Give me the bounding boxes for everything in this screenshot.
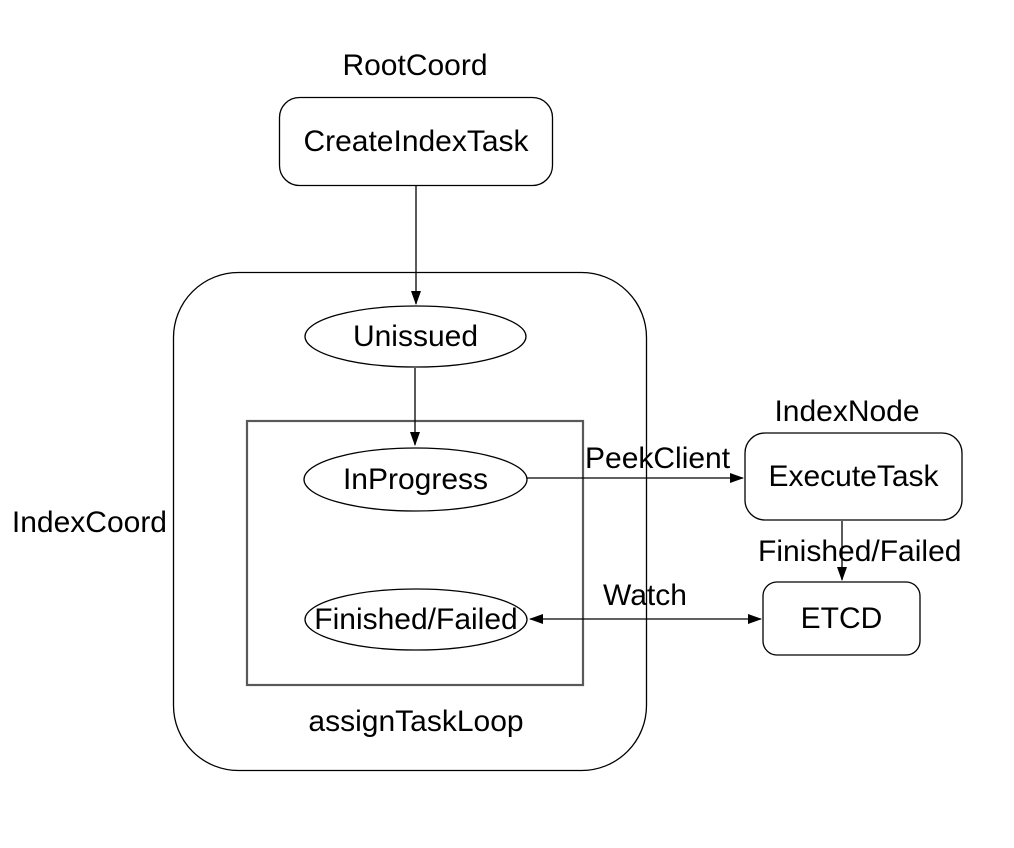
unissued-state-label: Unissued <box>352 319 479 353</box>
create-index-task-box-shape <box>278 96 554 187</box>
execute-task-box-shape <box>744 432 963 521</box>
finished-failed-state-label: Finished/Failed <box>314 602 518 636</box>
root-coord-group-label: RootCoord <box>342 49 488 82</box>
unissued-ellipse <box>304 305 527 368</box>
peek-client-edge-label: PeekClient <box>585 442 731 475</box>
create-index-task-node-label: CreateIndexTask <box>303 124 529 158</box>
in-progress-ellipse <box>303 447 528 512</box>
etcd-box-shape <box>762 581 921 656</box>
index-coord-group-label: IndexCoord <box>11 506 167 539</box>
execute-task-node-label: ExecuteTask <box>768 459 939 493</box>
assign-task-loop-label: assignTaskLoop <box>308 705 524 738</box>
index-node-group-label: IndexNode <box>774 395 920 428</box>
in-progress-state-label: InProgress <box>342 462 489 496</box>
watch-edge-label: Watch <box>603 579 687 612</box>
finished-failed-ellipse <box>304 588 528 651</box>
etcd-node-label: ETCD <box>800 601 883 635</box>
finished-failed-edge-label: Finished/Failed <box>758 535 962 568</box>
